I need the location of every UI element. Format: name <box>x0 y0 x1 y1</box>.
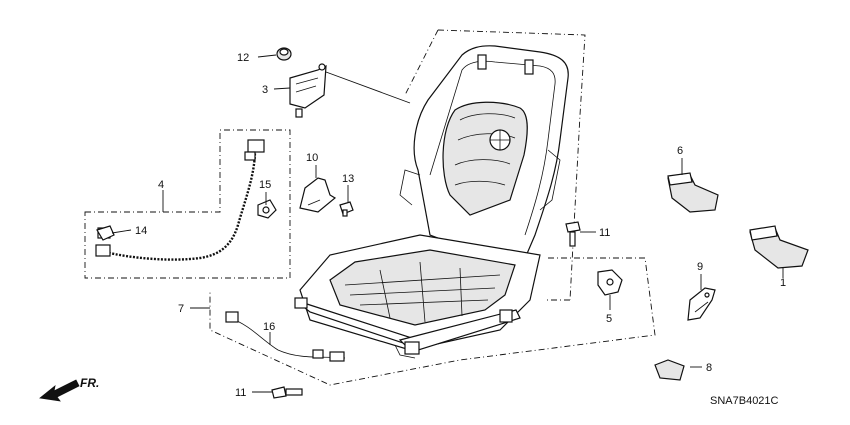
front-direction-indicator: FR. <box>39 376 99 402</box>
part-12-cap <box>276 47 292 61</box>
part-11-bolt-lower <box>271 386 303 399</box>
part-6-cover <box>667 172 719 213</box>
callout-6: 6 <box>677 145 683 157</box>
callout-10: 10 <box>306 152 318 164</box>
part-3-cover <box>289 63 327 118</box>
callout-1: 1 <box>780 277 786 289</box>
part-10-bracket <box>299 177 337 213</box>
callout-11-upper: 11 <box>599 227 610 239</box>
part-15-clip <box>257 199 277 219</box>
callout-15: 15 <box>259 179 271 191</box>
part-1-cover <box>749 225 809 269</box>
callout-5: 5 <box>606 313 612 325</box>
callout-14: 14 <box>135 225 147 237</box>
part-14-clip <box>96 225 115 241</box>
callout-3: 3 <box>262 84 268 96</box>
part-16-cable <box>225 311 346 362</box>
callout-9: 9 <box>697 261 703 273</box>
callout-7: 7 <box>178 303 184 315</box>
seat-frame-assembly <box>294 45 569 359</box>
callout-4: 4 <box>158 179 164 191</box>
diagram-code: SNA7B4021C <box>710 395 779 407</box>
part-4-harness <box>95 139 265 261</box>
callout-12: 12 <box>237 52 249 64</box>
part-13-bolt <box>339 201 354 217</box>
part-9-bracket <box>687 287 716 321</box>
callout-13: 13 <box>342 173 354 185</box>
callout-labels: 12 3 10 13 4 15 14 6 1 11 5 9 8 7 16 11 <box>135 52 786 399</box>
part-5-connector <box>597 269 623 296</box>
direction-arrow-icon <box>39 379 80 402</box>
assembly-boundary-lines <box>84 29 656 386</box>
callout-16: 16 <box>263 321 275 333</box>
direction-label: FR. <box>80 376 99 390</box>
part-8-cap <box>654 359 685 381</box>
leader-lines <box>111 54 784 393</box>
part-11-bolt-upper <box>565 221 581 247</box>
callout-11-lower: 11 <box>235 387 246 399</box>
callout-8: 8 <box>706 362 712 374</box>
